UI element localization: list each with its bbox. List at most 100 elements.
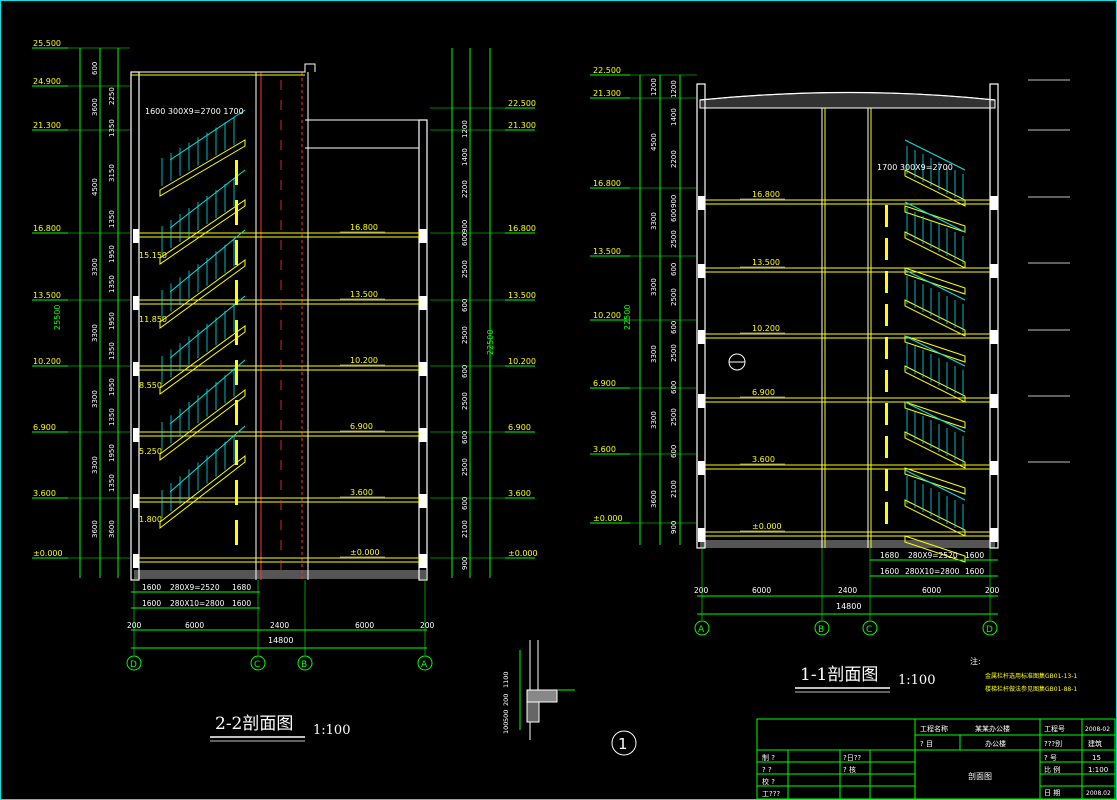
dim-row1: 1680 [880, 551, 899, 560]
tb-project-no: 2008-02 [1085, 726, 1110, 733]
dim-left-inner: 2500 [670, 344, 678, 362]
floor-label: 13.500 [350, 290, 378, 299]
stair-rail [904, 201, 966, 233]
title-block [756, 718, 1116, 800]
floor-slab [704, 333, 991, 339]
dim-left-inner: 1350 [108, 474, 116, 492]
elev-label-left: 6.900 [33, 423, 56, 432]
axis-bubble [862, 620, 878, 636]
axis-label: B [818, 625, 824, 635]
dim-left-outer: 3300 [91, 456, 99, 474]
wall-d [989, 83, 999, 549]
dim-right: 600 [461, 299, 469, 312]
dim-right: 900 [461, 220, 469, 233]
column-mark [235, 400, 238, 425]
stair-rail [169, 359, 246, 425]
floor-label: 13.500 [752, 258, 780, 267]
wall-junction [133, 428, 139, 442]
floor-label: ±0.000 [350, 548, 380, 557]
stair-rail [904, 335, 966, 367]
elev-label-left: 21.300 [593, 89, 621, 98]
elev-label-left: 3.600 [33, 489, 56, 498]
dim-right: 900 [461, 557, 469, 570]
dim-left-inner: 1200 [670, 80, 678, 98]
column-mark [885, 271, 888, 293]
dim-left-outer: 4500 [91, 178, 99, 196]
detail-dim: 1100 [502, 671, 510, 688]
dim-left-inner: 900 [670, 195, 678, 208]
dim-left-inner: 3600 [108, 520, 116, 538]
stair-flight [904, 365, 966, 403]
tb-project-name: 某某办公楼 [975, 724, 1010, 733]
landing-label: 11.850 [139, 315, 167, 324]
stair-flight [904, 267, 966, 295]
landing-label: 8.550 [139, 381, 162, 390]
stair-rail [169, 425, 246, 493]
elev-label-right: 22.500 [508, 99, 536, 108]
elev-label-left: 10.200 [593, 311, 621, 320]
dim-row1: 280X9=2520 [908, 551, 958, 560]
stair-rail [904, 469, 966, 501]
floor-slab [138, 232, 420, 238]
dim-row3: 6000 [752, 586, 771, 595]
dim-right: 2200 [461, 180, 469, 198]
stair-flight [904, 169, 966, 207]
dim-row3: 200 [985, 586, 1000, 595]
elev-label-left: 22.500 [593, 66, 621, 75]
wall-junction [133, 554, 139, 568]
tb-sheet-label: ???别 [1044, 739, 1062, 748]
wall-junction [133, 229, 139, 243]
section-2-2-scale: 1:100 [313, 723, 350, 738]
floor-slab [138, 365, 420, 371]
section-2-2-title: 2-2剖面图 [215, 714, 293, 734]
axis-label: D [130, 660, 137, 670]
detail-marker-circle [611, 730, 637, 756]
landing-label: 15.150 [139, 251, 167, 260]
dim-left-outer: 3300 [91, 390, 99, 408]
stair-rail [169, 295, 246, 359]
dim-right: 2500 [461, 260, 469, 278]
axis-bubble [417, 655, 433, 671]
landing-label: 5.250 [139, 447, 162, 456]
dim-row3: 200 [420, 621, 435, 630]
wall-junction [990, 528, 998, 542]
notes-line-1: 金属栏杆选用标准图集GB01-13-1 [985, 672, 1077, 680]
floor-label: 3.600 [752, 455, 775, 464]
axis-bubble [250, 655, 266, 671]
dim-left-inner: 2250 [108, 87, 116, 105]
floor-slab [704, 531, 991, 537]
dim-right: 600 [461, 497, 469, 510]
section-2-2: 16.80013.50010.2006.9003.600±0.00015.150… [32, 39, 538, 671]
section-1-1-title: 1-1剖面图 [800, 665, 878, 685]
dim-left-outer: 3600 [91, 98, 99, 116]
notes-line-2: 楼梯栏杆做法参见图集GB01-88-1 [985, 685, 1077, 693]
elev-label-left: 10.200 [33, 357, 61, 366]
tb-scale: 1:100 [1088, 766, 1108, 774]
elev-label-right: 3.600 [508, 489, 531, 498]
dim-left-inner: 600 [670, 381, 678, 394]
dim-left-inner: 2500 [670, 230, 678, 248]
dim-row2: 1600 [880, 567, 899, 576]
wall-junction [419, 296, 427, 310]
dim-row2: 280X10=2800 [905, 567, 960, 576]
floor-label: 3.600 [350, 488, 373, 497]
axis-label: A [421, 660, 428, 670]
roof-insulation [699, 92, 996, 109]
floor-label: 10.200 [752, 324, 780, 333]
column-mark [885, 469, 888, 491]
tb-mid-1: ?日?? [843, 754, 861, 762]
dim-left-inner: 600 [670, 263, 678, 276]
floor-label: 10.200 [350, 356, 378, 365]
detail-dim: 500 [502, 710, 510, 722]
dim-right: 2500 [461, 326, 469, 344]
section-1-1-scale: 1:100 [898, 673, 935, 688]
dimensions: 25.50024.90021.30016.80013.50010.2006.90… [32, 39, 538, 671]
wall-junction [419, 554, 427, 568]
stair-flight [159, 199, 246, 265]
tb-scale-label: 比 例 [1044, 765, 1060, 774]
floor-label: ±0.000 [752, 522, 782, 531]
wall-junction [698, 196, 705, 210]
column-mark [235, 520, 238, 545]
